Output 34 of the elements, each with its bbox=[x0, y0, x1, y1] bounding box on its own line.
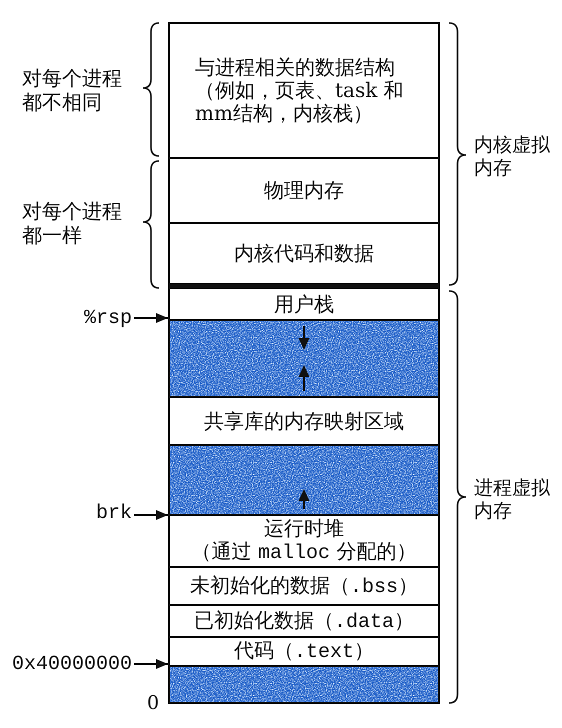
memory-segment bbox=[168, 22, 440, 157]
arrow bbox=[134, 659, 168, 669]
memory-segment bbox=[168, 604, 440, 636]
pointer-label: %rsp bbox=[84, 307, 132, 331]
segment-label: 运行时堆 bbox=[264, 517, 344, 540]
segment-label: 内核代码和数据 bbox=[234, 242, 374, 265]
memory-segment bbox=[168, 222, 440, 286]
memory-segment bbox=[168, 157, 440, 222]
segment-label: 未初始化的数据（.bss） bbox=[190, 574, 418, 598]
segment-label: 共享库的内存映射区域 bbox=[204, 410, 404, 432]
shaded-region bbox=[168, 444, 440, 514]
segment-label: 用户栈 bbox=[274, 292, 334, 316]
memory-segment bbox=[168, 636, 440, 665]
segment-label: 代码（.text） bbox=[234, 639, 374, 664]
segment-label: 与进程相关的数据结构 bbox=[195, 56, 396, 79]
shaded-region bbox=[168, 319, 440, 396]
segment-note: （例如，页表、task 和mm结构，内核栈） bbox=[195, 79, 405, 125]
bracket-label: 对每个进程都不相同 bbox=[22, 66, 123, 114]
bracket-label: 进程虚拟内存 bbox=[474, 477, 551, 523]
bracket-label: 对每个进程都一样 bbox=[22, 199, 123, 247]
memory-segment bbox=[168, 286, 440, 319]
segment-label: 物理内存 bbox=[264, 179, 344, 202]
memory-segment bbox=[168, 514, 440, 566]
memory-segment bbox=[168, 396, 440, 444]
pointer-label: 0x40000000 bbox=[12, 653, 132, 677]
memory-segment bbox=[168, 566, 440, 604]
bracket-label: 内核虚拟内存 bbox=[474, 134, 551, 180]
arrow bbox=[134, 313, 168, 323]
shaded-region bbox=[168, 665, 440, 704]
segment-label: 已初始化数据（.data） bbox=[194, 608, 414, 634]
arrow bbox=[134, 510, 168, 520]
pointer-label: brk bbox=[96, 502, 132, 526]
address-label: 0 bbox=[147, 692, 160, 715]
segment-note: （通过 malloc 分配的） bbox=[192, 540, 416, 565]
